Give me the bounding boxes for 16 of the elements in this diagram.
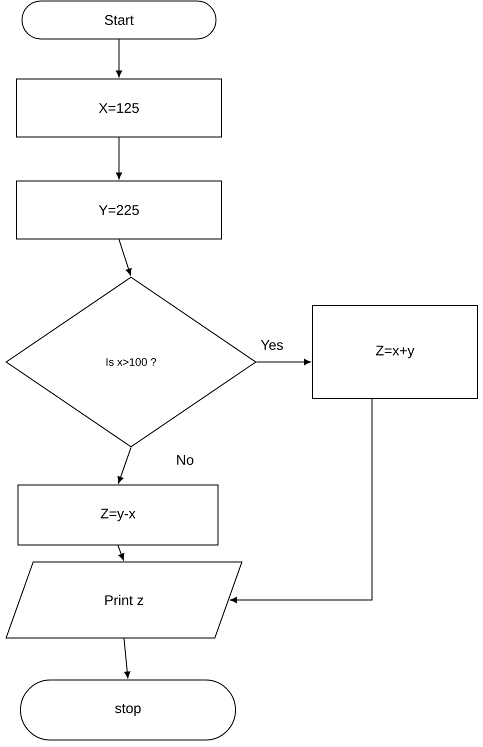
process-box: Z=y-x xyxy=(18,484,218,546)
arrow xyxy=(116,137,122,180)
terminal-box: Start xyxy=(22,0,216,40)
arrow xyxy=(118,545,124,560)
arrow xyxy=(230,398,372,604)
arrow xyxy=(116,39,122,78)
terminal-box: stop xyxy=(20,680,236,740)
process-box: Y=225 xyxy=(16,180,222,240)
arrow xyxy=(118,239,132,276)
arrow xyxy=(118,447,132,484)
edge-label: No xyxy=(175,454,195,466)
arrow xyxy=(124,638,130,678)
arrow xyxy=(256,358,311,366)
edge-label: Yes xyxy=(260,339,284,351)
process-box: X=125 xyxy=(16,78,222,138)
process-box: Z=x+y xyxy=(312,305,478,399)
